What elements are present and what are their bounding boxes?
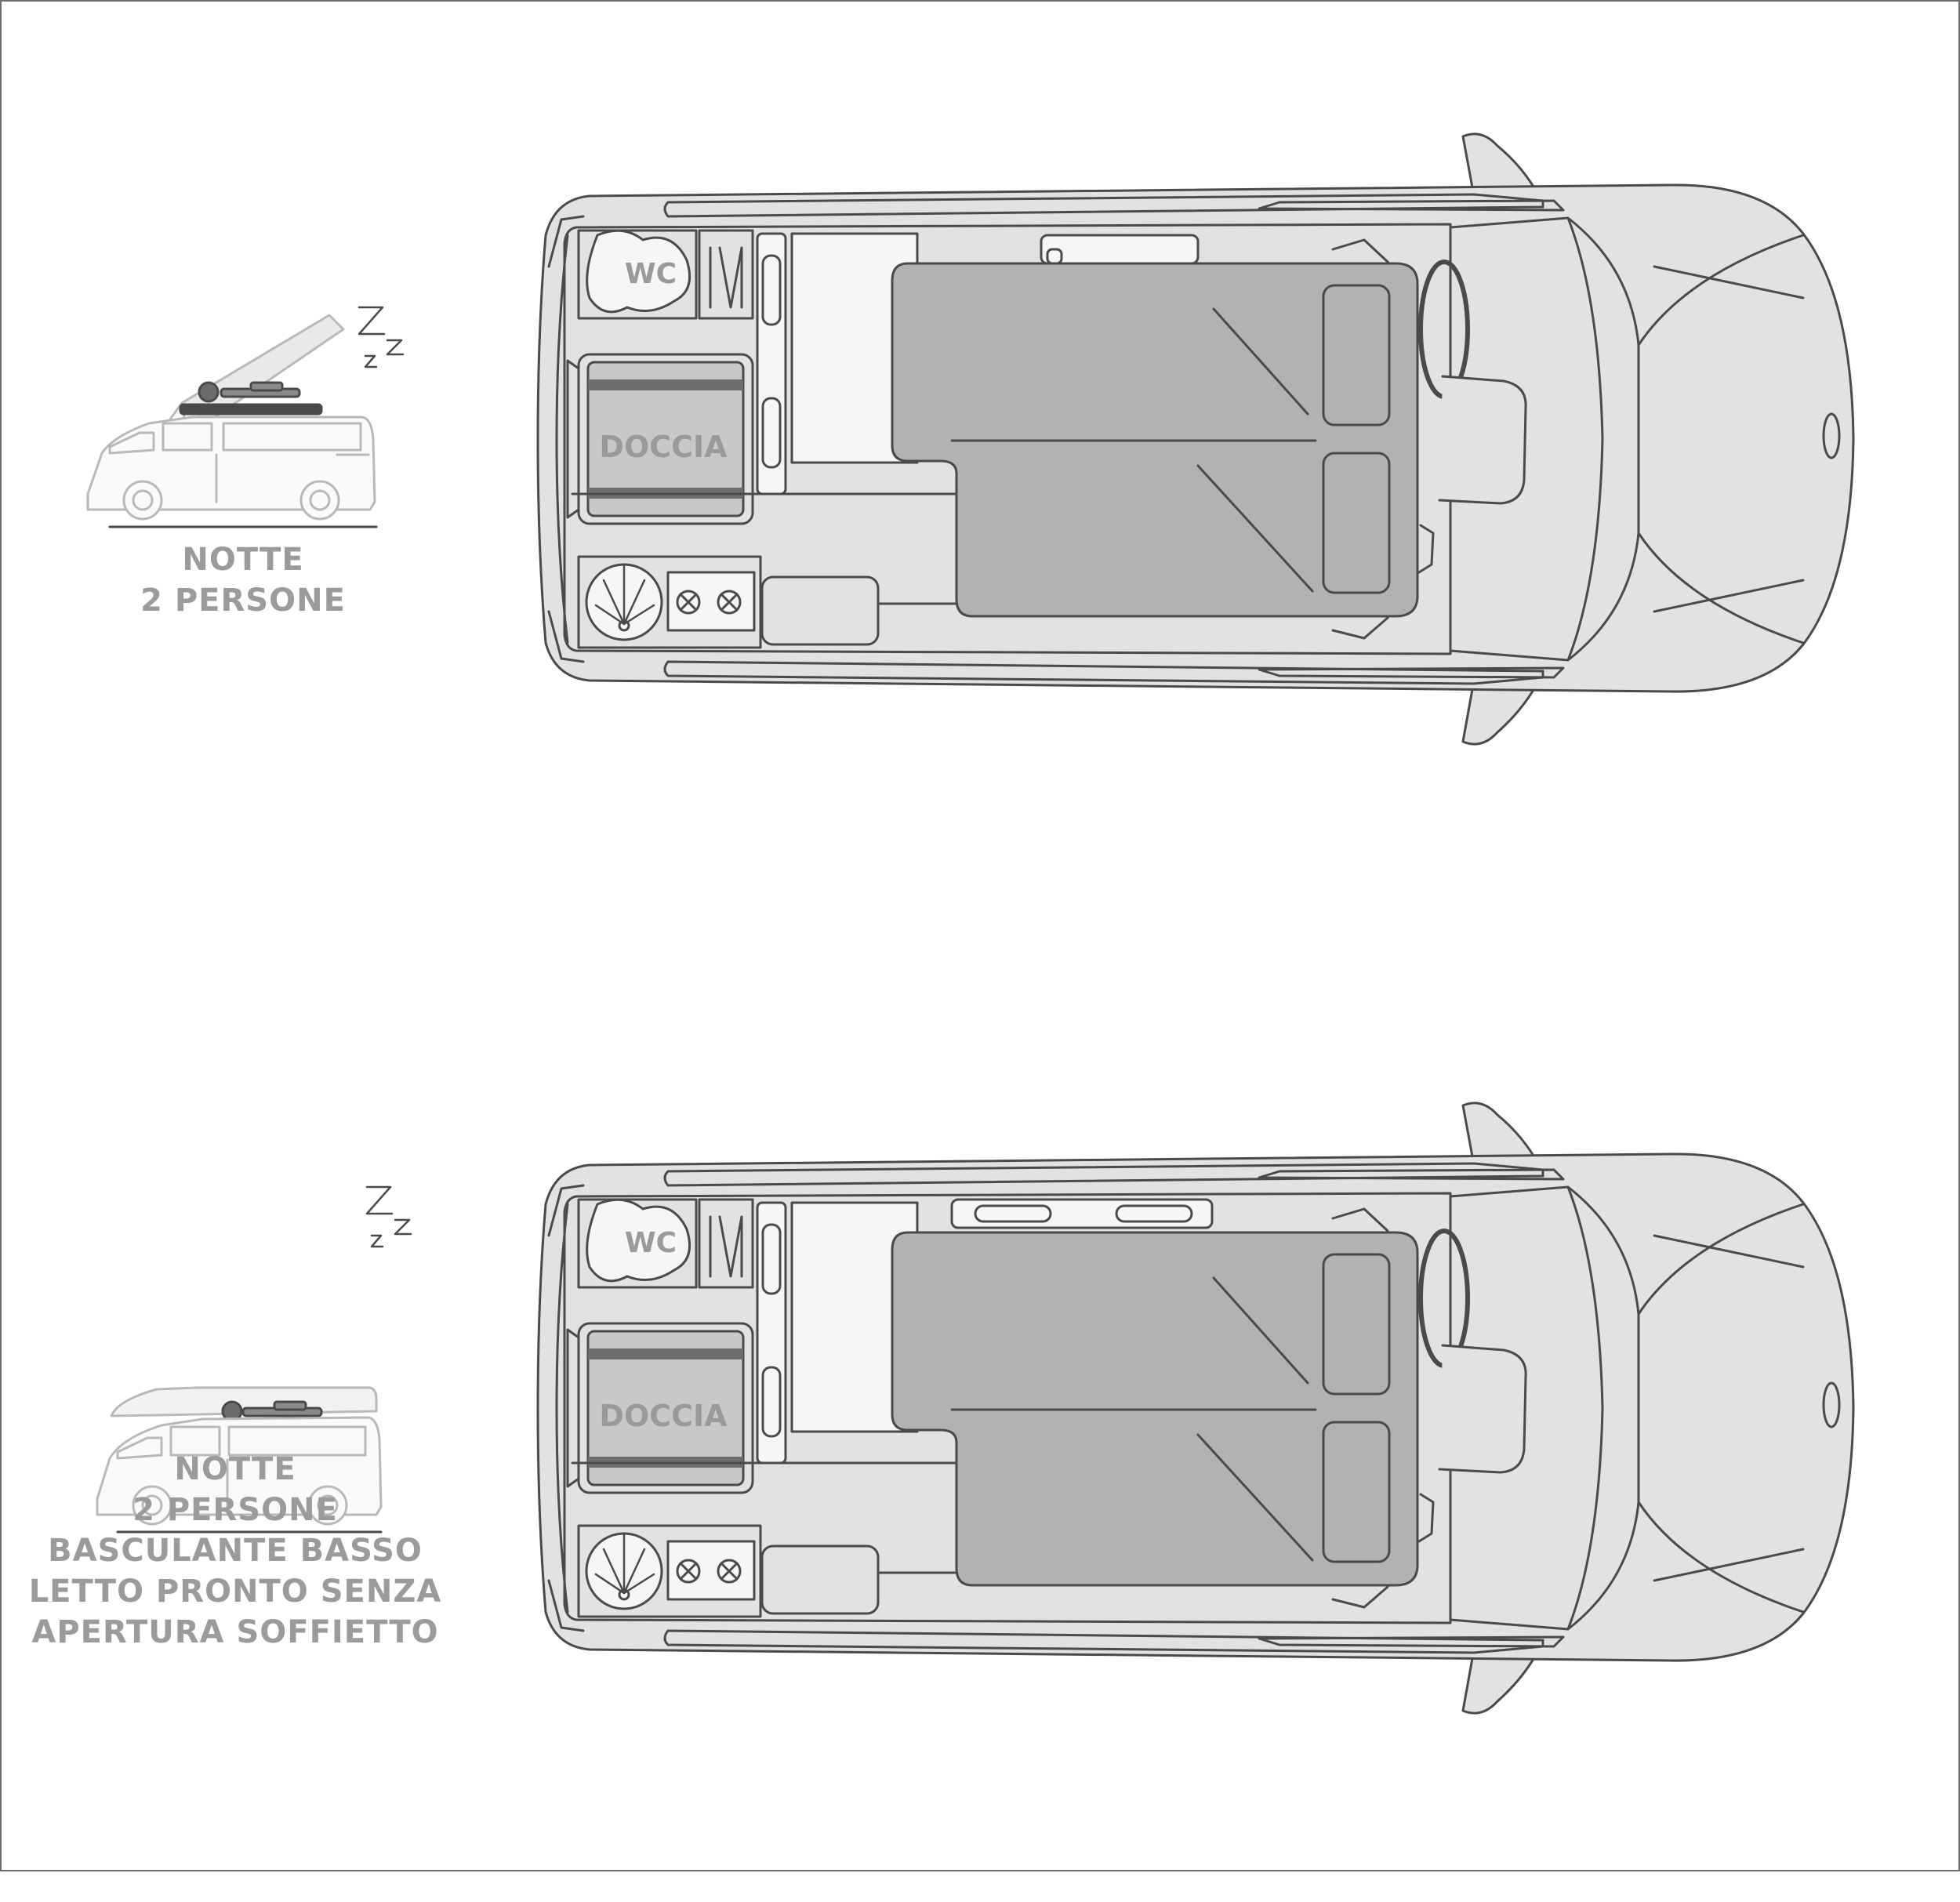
layout-panel-night-popup: WC DOCCIA NOTTE 2 PERSONE: [0, 0, 1960, 933]
interior-layout: [566, 1198, 1527, 1618]
caption: NOTTE 2 PERSONE BASCULANTE BASSO LETTO P…: [16, 1449, 455, 1653]
layout-drawing: WC DOCCIA: [96, 1102, 1855, 1715]
wc-label: WC: [625, 258, 677, 290]
layout-panel-night-closed-roof: WC DOCCIA NOTTE 2 PERSONE BASCULANTE BAS…: [0, 969, 1960, 1902]
sleep-zzz-icon: [358, 306, 405, 368]
caption-line-2: 2 PERSONE: [140, 583, 346, 619]
layout-drawing: WC DOCCIA: [86, 132, 1855, 746]
side-view-van-popup-icon: [86, 314, 378, 528]
wc-label: WC: [625, 1227, 677, 1259]
caption-line-4: LETTO PRONTO SENZA: [28, 1574, 442, 1610]
caption-line-5: APERTURA SOFFIETTO: [31, 1614, 439, 1650]
caption-line-3: BASCULANTE BASSO: [48, 1533, 423, 1569]
wc-toilet-shape: [586, 229, 691, 314]
shower-label: DOCCIA: [599, 430, 728, 464]
side-view-van-closed-icon: [96, 1386, 383, 1534]
caption-line-2: 2 PERSONE: [132, 1492, 338, 1528]
sleep-zzz-icon: [365, 1185, 412, 1248]
wc-toilet-shape: [586, 1198, 691, 1283]
caption: NOTTE 2 PERSONE: [24, 539, 463, 621]
interior-layout: [566, 229, 1527, 649]
caption-line-1: NOTTE: [182, 542, 304, 578]
caption-line-1: NOTTE: [174, 1451, 296, 1487]
shower-label: DOCCIA: [599, 1399, 728, 1433]
